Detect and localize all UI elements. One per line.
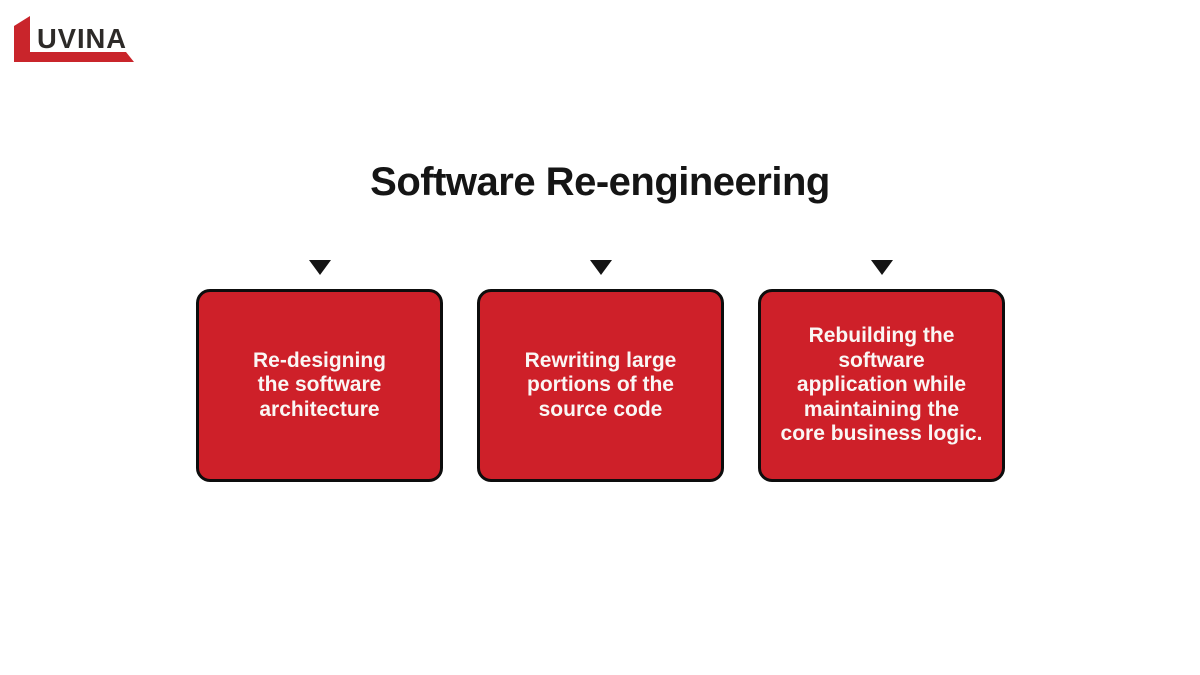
down-triangle-icon bbox=[308, 260, 331, 275]
logo-brand-text: UVINA bbox=[37, 23, 127, 54]
down-triangle-icon bbox=[870, 260, 893, 275]
luvina-logo: UVINA bbox=[12, 10, 152, 68]
down-triangle-icon bbox=[589, 260, 612, 275]
callout-rewriting: Rewriting large portions of the source c… bbox=[477, 260, 724, 482]
callout-rebuilding: Rebuilding the software application whil… bbox=[758, 260, 1005, 482]
box-rebuilding-application: Rebuilding the software application whil… bbox=[758, 289, 1005, 482]
luvina-logo-graphic: UVINA bbox=[14, 16, 134, 62]
callout-redesigning: Re-designing the software architecture bbox=[196, 260, 443, 482]
box-redesigning-architecture: Re-designing the software architecture bbox=[196, 289, 443, 482]
logo-l-mark-icon bbox=[14, 16, 134, 62]
page-title: Software Re-engineering bbox=[370, 160, 830, 204]
callout-row: Re-designing the software architecture R… bbox=[196, 260, 1005, 482]
box-rewriting-source-code: Rewriting large portions of the source c… bbox=[477, 289, 724, 482]
